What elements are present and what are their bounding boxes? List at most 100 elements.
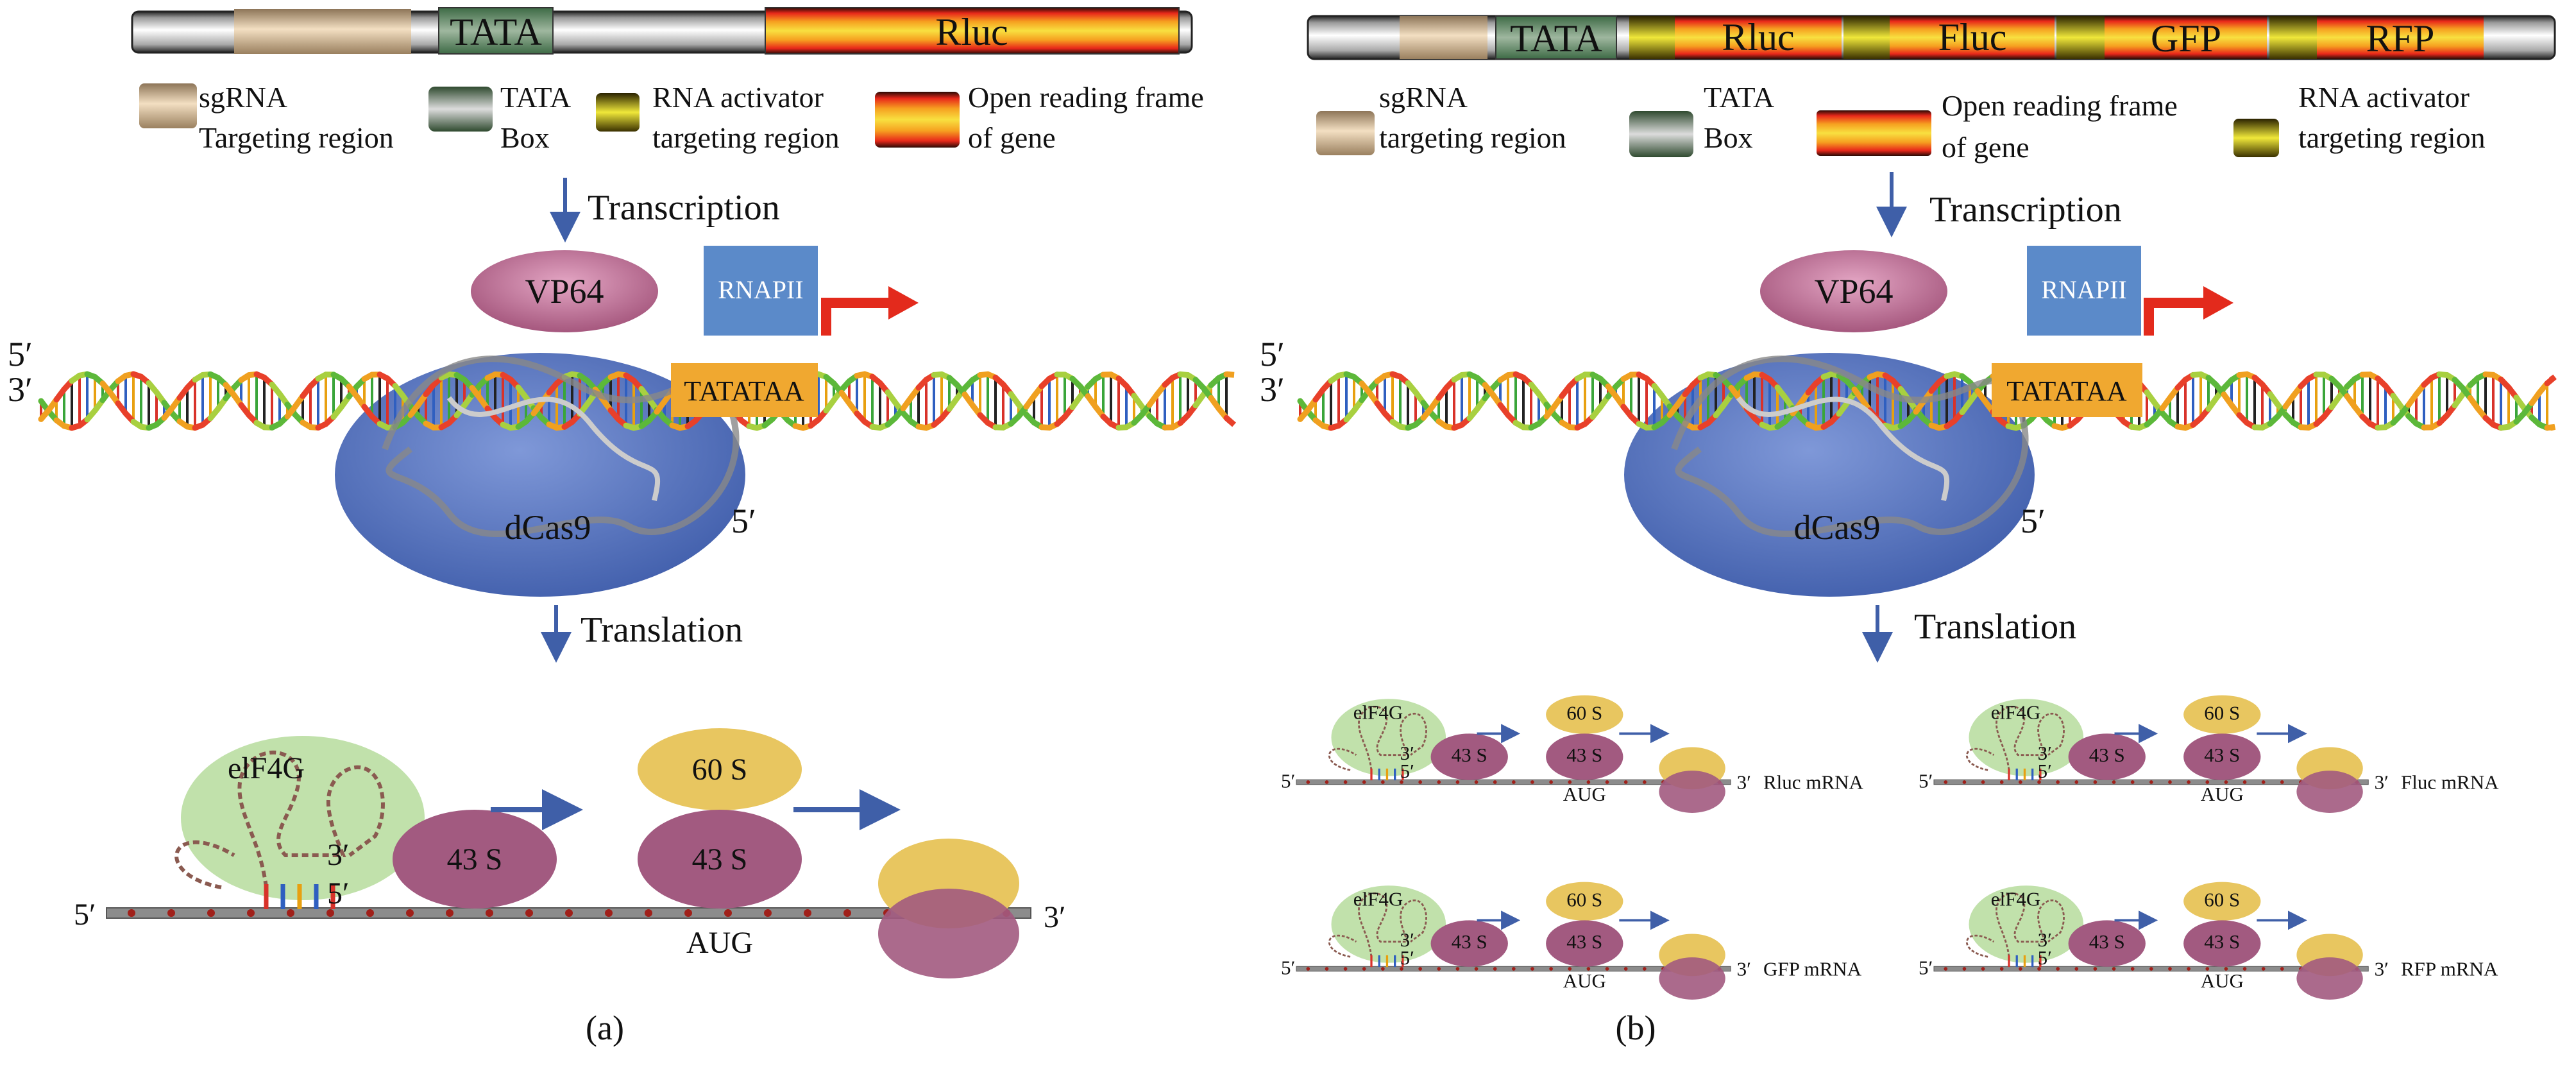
nucleotide-dot — [1474, 967, 1479, 971]
mrna-loop — [174, 750, 385, 889]
dna-strand — [1482, 377, 1504, 402]
mrna-loop — [1965, 706, 2065, 771]
activator-segment — [2056, 16, 2105, 59]
nucleotide-dot — [2093, 967, 2097, 971]
elf4g-label: elF4G — [1353, 701, 1403, 723]
tata-box — [671, 363, 818, 417]
dna-strand — [69, 416, 90, 431]
dna-strand — [2421, 420, 2443, 431]
dna-strand — [1008, 404, 1030, 427]
nucleotide-dot — [2056, 967, 2060, 971]
nucleotide-dot — [1512, 780, 1516, 784]
dna-strand — [223, 382, 244, 408]
dna-strand — [253, 371, 275, 388]
nucleotide-dot — [2280, 967, 2284, 971]
dna-strand — [1651, 412, 1673, 431]
dna-strand — [1223, 371, 1235, 378]
nucleotide-dot — [1437, 967, 1441, 971]
mrna-loop — [1965, 892, 2065, 958]
mrna-name-label: Rluc mRNA — [1763, 771, 1864, 793]
nucleotide-dot — [1530, 780, 1534, 784]
nucleotide-dot — [1568, 967, 1572, 971]
dna-strand — [2221, 372, 2242, 391]
loop-5prime-label: 5′ — [327, 876, 350, 910]
nucleotide-dot — [605, 909, 613, 917]
dna-strand — [1497, 402, 1519, 426]
dna-strand — [1774, 410, 1796, 430]
dna-strand — [469, 384, 491, 412]
ribosome-43s-label: 43 S — [1566, 744, 1602, 766]
caption-a: (a) — [586, 1009, 624, 1047]
dna-strand — [453, 391, 475, 418]
nucleotide-dot — [207, 909, 215, 917]
rnapii-box — [704, 246, 818, 336]
nucleotide-dot — [1343, 780, 1348, 784]
dna-strand — [1374, 400, 1396, 425]
dna-strand — [284, 402, 306, 426]
ribosome-43s-label: 43 S — [2204, 930, 2240, 953]
fluc-orf-segment — [1890, 16, 2055, 59]
dna-strand — [115, 400, 137, 425]
dna-strand — [130, 371, 152, 386]
dna-strand — [1605, 383, 1627, 410]
nucleotide-dot — [1530, 967, 1534, 971]
ribosome-43s-label: 43 S — [1566, 930, 1602, 953]
dna-strand — [1636, 371, 1657, 389]
rluc-orf-label: Rluc — [1722, 16, 1794, 58]
panel-b: TATA Rluc Fluc GFP RFP sgRNA targeting r… — [1260, 15, 2557, 1047]
dna-strand — [146, 414, 167, 431]
nucleotide-dot — [764, 909, 772, 917]
ribosome-43s — [2068, 733, 2146, 780]
dna-strand — [2529, 380, 2550, 406]
ribosome-60s — [1546, 695, 1623, 734]
ribosome-43s — [638, 810, 802, 909]
nucleotide-dot — [1381, 780, 1385, 784]
dna-strand — [2375, 420, 2396, 431]
dna-strand — [977, 412, 999, 431]
dna-strand — [607, 407, 629, 429]
legend-a: sgRNA Targeting region TATA Box RNA acti… — [139, 81, 1204, 154]
dna-strand — [38, 397, 60, 422]
dna-strand — [1038, 371, 1060, 389]
rnapii-box — [2027, 246, 2141, 336]
sgrna-ribbon-2 — [446, 396, 661, 501]
dna-strand — [2436, 371, 2458, 383]
mrna-3prime-label: 3′ — [1044, 900, 1066, 934]
dna-strand — [530, 389, 552, 416]
dna-strand — [453, 371, 475, 391]
nucleotide-dot — [1362, 780, 1366, 784]
ribosome-43s-label: 43 S — [1452, 930, 1487, 953]
legend-tata-label-2: Box — [1704, 121, 1753, 154]
transcription-start-arrow-icon — [2144, 298, 2207, 336]
dna-strand — [2436, 402, 2458, 426]
ribosome-small-subunit — [1659, 957, 1725, 1000]
loop-3prime-label: 3′ — [2038, 742, 2052, 764]
ribosome-60s — [638, 728, 802, 810]
dna-strand — [2251, 374, 2273, 397]
dna-strand — [2513, 394, 2535, 421]
nucleotide-dot — [1325, 780, 1329, 784]
nucleotide-dot — [2130, 967, 2135, 971]
nucleotide-dot — [1586, 967, 1591, 971]
dna-strand — [2544, 374, 2557, 387]
mrna-loop — [1328, 892, 1427, 958]
legend-tata-label: TATA — [500, 81, 571, 114]
gene-construct-bar-b: TATA Rluc Fluc GFP RFP — [1307, 15, 2556, 60]
dna-strand — [1897, 409, 1919, 429]
dna-strand — [1146, 382, 1168, 408]
dna-strand — [1743, 405, 1765, 428]
dna-strand — [2221, 391, 2242, 418]
dcas9-label: dCas9 — [505, 508, 591, 547]
legend-activator-swatch — [596, 93, 640, 132]
mrna-5prime-label: 5′ — [1919, 956, 1933, 978]
nucleotide-dot — [2168, 967, 2172, 971]
translation-label: Translation — [580, 610, 743, 650]
dna-strand — [161, 395, 183, 421]
loop-3prime-label: 3′ — [2038, 928, 2052, 951]
rluc-orf-label: Rluc — [935, 11, 1008, 53]
dna-strand — [1543, 393, 1565, 420]
loop-5prime-label: 5′ — [2038, 946, 2052, 969]
nucleotide-dot — [645, 909, 652, 917]
